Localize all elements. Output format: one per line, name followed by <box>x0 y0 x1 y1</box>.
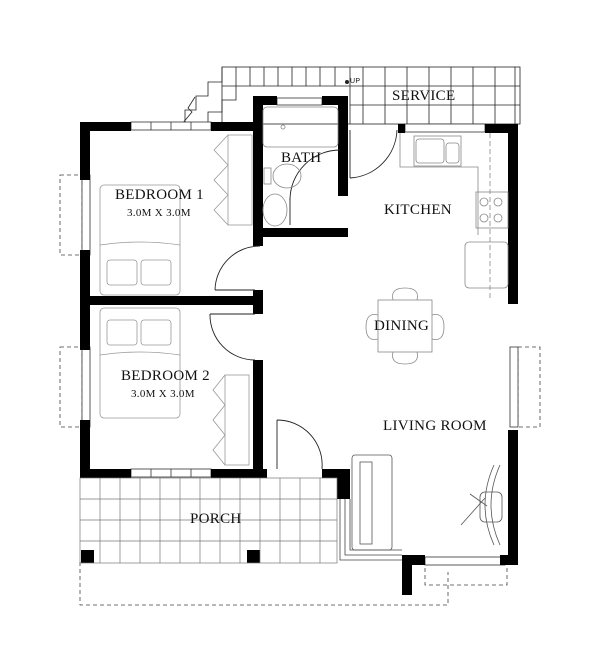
room-label-bath: BATH <box>281 150 322 166</box>
room-label-porch: PORCH <box>190 511 242 527</box>
stair-up-label: UP <box>350 78 361 85</box>
room-label-kitchen: KITCHEN <box>384 202 452 218</box>
bedroom-furniture <box>99 134 253 466</box>
walls <box>80 96 518 595</box>
stair-up-marker <box>345 80 349 84</box>
room-dimensions-bedroom-2: 3.0M X 3.0M <box>131 388 195 400</box>
living-furniture <box>351 454 503 551</box>
bath-fixtures <box>262 106 339 227</box>
entry-steps <box>339 499 402 561</box>
room-label-dining: DINING <box>374 318 430 334</box>
room-dimensions-bedroom-1: 3.0M X 3.0M <box>127 207 191 219</box>
doors <box>209 129 398 470</box>
room-label-bedroom-1: BEDROOM 1 <box>115 187 204 203</box>
windows <box>81 97 519 566</box>
dining-set <box>365 287 445 365</box>
room-label-living-room: LIVING ROOM <box>383 418 487 434</box>
room-label-service: SERVICE <box>392 88 456 104</box>
service-tile-grid <box>181 66 521 125</box>
porch-tile-grid <box>79 477 338 564</box>
kitchen-fixtures <box>399 133 509 300</box>
room-label-bedroom-2: BEDROOM 2 <box>121 368 210 384</box>
roof-outline-dashed <box>59 174 541 606</box>
